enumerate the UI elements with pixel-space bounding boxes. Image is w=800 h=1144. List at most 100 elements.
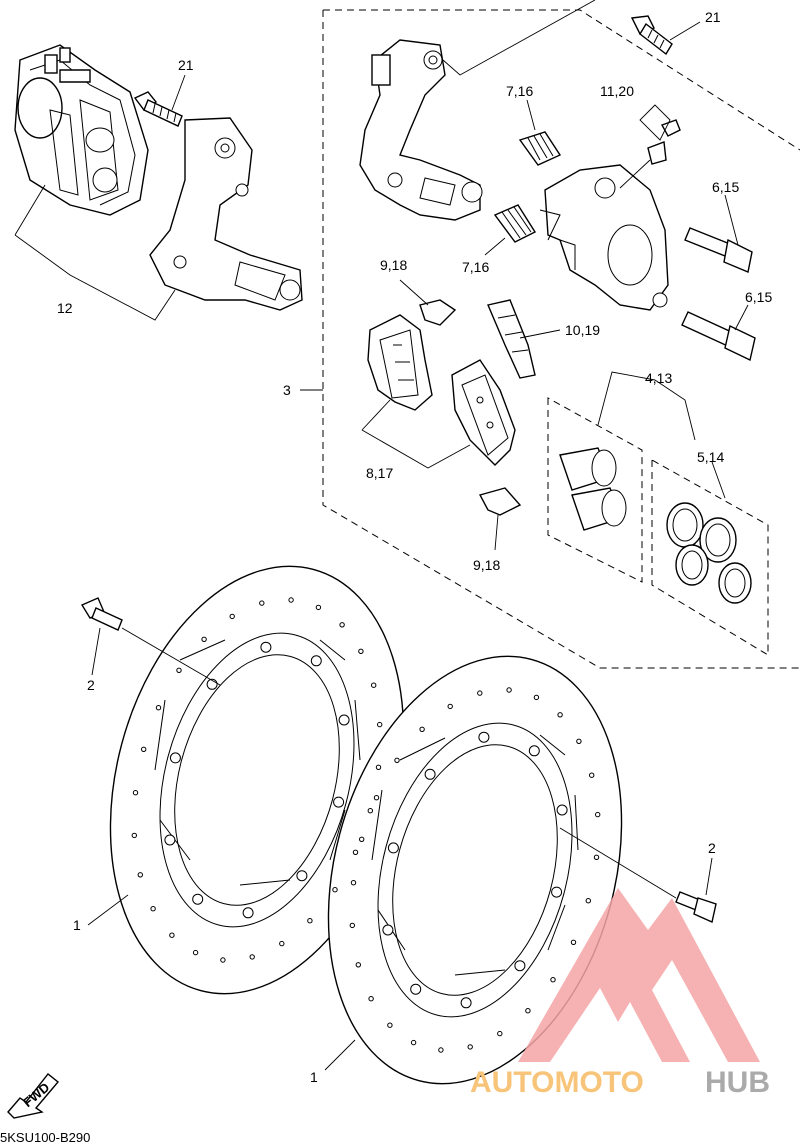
- disc-hole: [477, 690, 483, 696]
- disc-hole: [176, 667, 182, 673]
- disc-hole: [310, 655, 322, 667]
- disc-hole: [410, 983, 422, 995]
- disc-hole: [242, 907, 254, 919]
- disc-hole: [460, 997, 472, 1009]
- leader-bracket-top: [442, 0, 596, 76]
- disc-hole: [570, 939, 577, 945]
- disc-hole: [333, 796, 345, 808]
- pad-support-lower: [478, 487, 522, 516]
- caliper-bracket-left: [149, 117, 303, 311]
- leader-9-18-a: [399, 279, 429, 306]
- leader-2-left: [91, 627, 221, 686]
- disc-hole: [367, 808, 373, 814]
- piston-group-outline: [547, 397, 643, 583]
- slide-pin-bolt-lower: [681, 311, 756, 362]
- disc-hole: [192, 949, 199, 956]
- disc-hole: [296, 870, 308, 882]
- seal-group-outline: [651, 459, 769, 656]
- callout-12: 12: [57, 300, 73, 316]
- disc-hole: [410, 1039, 417, 1046]
- disc-hole: [585, 898, 591, 904]
- leader-7-16-a: [526, 99, 536, 131]
- disc-hole: [556, 804, 568, 816]
- leader-12: [14, 184, 176, 321]
- callout-9-18-b: 9,18: [473, 557, 500, 573]
- disc-hole: [332, 887, 338, 893]
- disc-hole: [164, 834, 176, 846]
- piston-lower: [571, 487, 627, 531]
- leader-7-16-b: [484, 237, 506, 256]
- pin-boot-upper: [518, 131, 562, 166]
- callout-3: 3: [283, 382, 291, 398]
- disc-hole: [387, 1022, 393, 1028]
- disc-hole: [438, 1047, 444, 1053]
- disc-hole: [260, 641, 272, 653]
- disc-hole: [377, 721, 383, 728]
- leader-11-20: [619, 104, 671, 189]
- callout-10-19: 10,19: [565, 322, 600, 338]
- disc-hole: [373, 795, 380, 801]
- leader-2-right: [559, 827, 713, 899]
- callout-7-16-a: 7,16: [506, 83, 533, 99]
- bolt-21-top: [630, 15, 673, 56]
- caliper-bracket-right: [359, 39, 483, 221]
- disc-hole: [201, 636, 207, 642]
- disc-hole: [169, 752, 181, 764]
- disc-hole: [350, 880, 357, 886]
- callout-1-right: 1: [310, 1069, 318, 1085]
- disc-hole: [368, 996, 374, 1002]
- leader-21-left: [171, 74, 186, 111]
- disc-hole: [447, 703, 453, 710]
- leader-10-19: [519, 329, 561, 339]
- leader-4-13: [597, 371, 696, 441]
- disc-hole: [338, 714, 350, 726]
- disc-hole: [528, 745, 540, 757]
- disc-hole: [593, 854, 600, 860]
- caliper-assembly-left: [14, 44, 149, 216]
- disc-hole: [229, 613, 235, 620]
- brake-pad-front: [367, 314, 433, 411]
- disc-hole: [339, 622, 345, 628]
- disc-hole: [371, 682, 377, 688]
- callout-9-18-a: 9,18: [380, 257, 407, 273]
- piston-seals: [666, 502, 752, 604]
- disc-hole: [419, 726, 425, 732]
- callout-21-top: 21: [705, 9, 721, 25]
- leader-9-18-b: [494, 514, 499, 551]
- callout-6-15-a: 6,15: [712, 179, 739, 195]
- pad-spring: [487, 299, 536, 379]
- disc-hole: [382, 924, 394, 936]
- slide-pin-bolt-upper: [684, 227, 753, 273]
- assembly-3-dashed-outline: [322, 9, 800, 669]
- disc-hole: [514, 960, 526, 972]
- automotohub-logo: AUTOMOTO HUB: [470, 888, 770, 1099]
- disc-hole: [192, 893, 204, 905]
- disc-hole: [220, 957, 226, 963]
- disc-hole: [288, 597, 294, 603]
- disc-hole: [525, 1008, 531, 1014]
- disc-hole: [551, 886, 563, 898]
- callout-6-15-b: 6,15: [745, 289, 772, 305]
- leader-5-14: [711, 461, 726, 499]
- diagram-code: 5KSU100-B290: [0, 1130, 90, 1144]
- callout-7-16-b: 7,16: [462, 259, 489, 275]
- leader-6-15-b: [734, 304, 749, 331]
- callout-2-right: 2: [708, 840, 716, 856]
- disc-hole: [394, 757, 400, 763]
- disc-hole: [259, 600, 265, 606]
- callout-1-left: 1: [73, 917, 81, 933]
- pin-boot-lower: [493, 204, 537, 243]
- disc-hole: [141, 746, 147, 752]
- disc-hole: [132, 790, 139, 796]
- disc-hole: [595, 811, 601, 818]
- disc-hole: [550, 977, 556, 983]
- callout-4-13: 4,13: [645, 370, 672, 386]
- disc-hole: [497, 1030, 503, 1037]
- disc-hole: [279, 940, 285, 947]
- disc-hole: [358, 648, 364, 654]
- disc-hole: [576, 738, 582, 744]
- brake-pad-rear: [451, 359, 516, 466]
- disc-hole: [359, 836, 365, 842]
- disc-hole: [155, 705, 162, 711]
